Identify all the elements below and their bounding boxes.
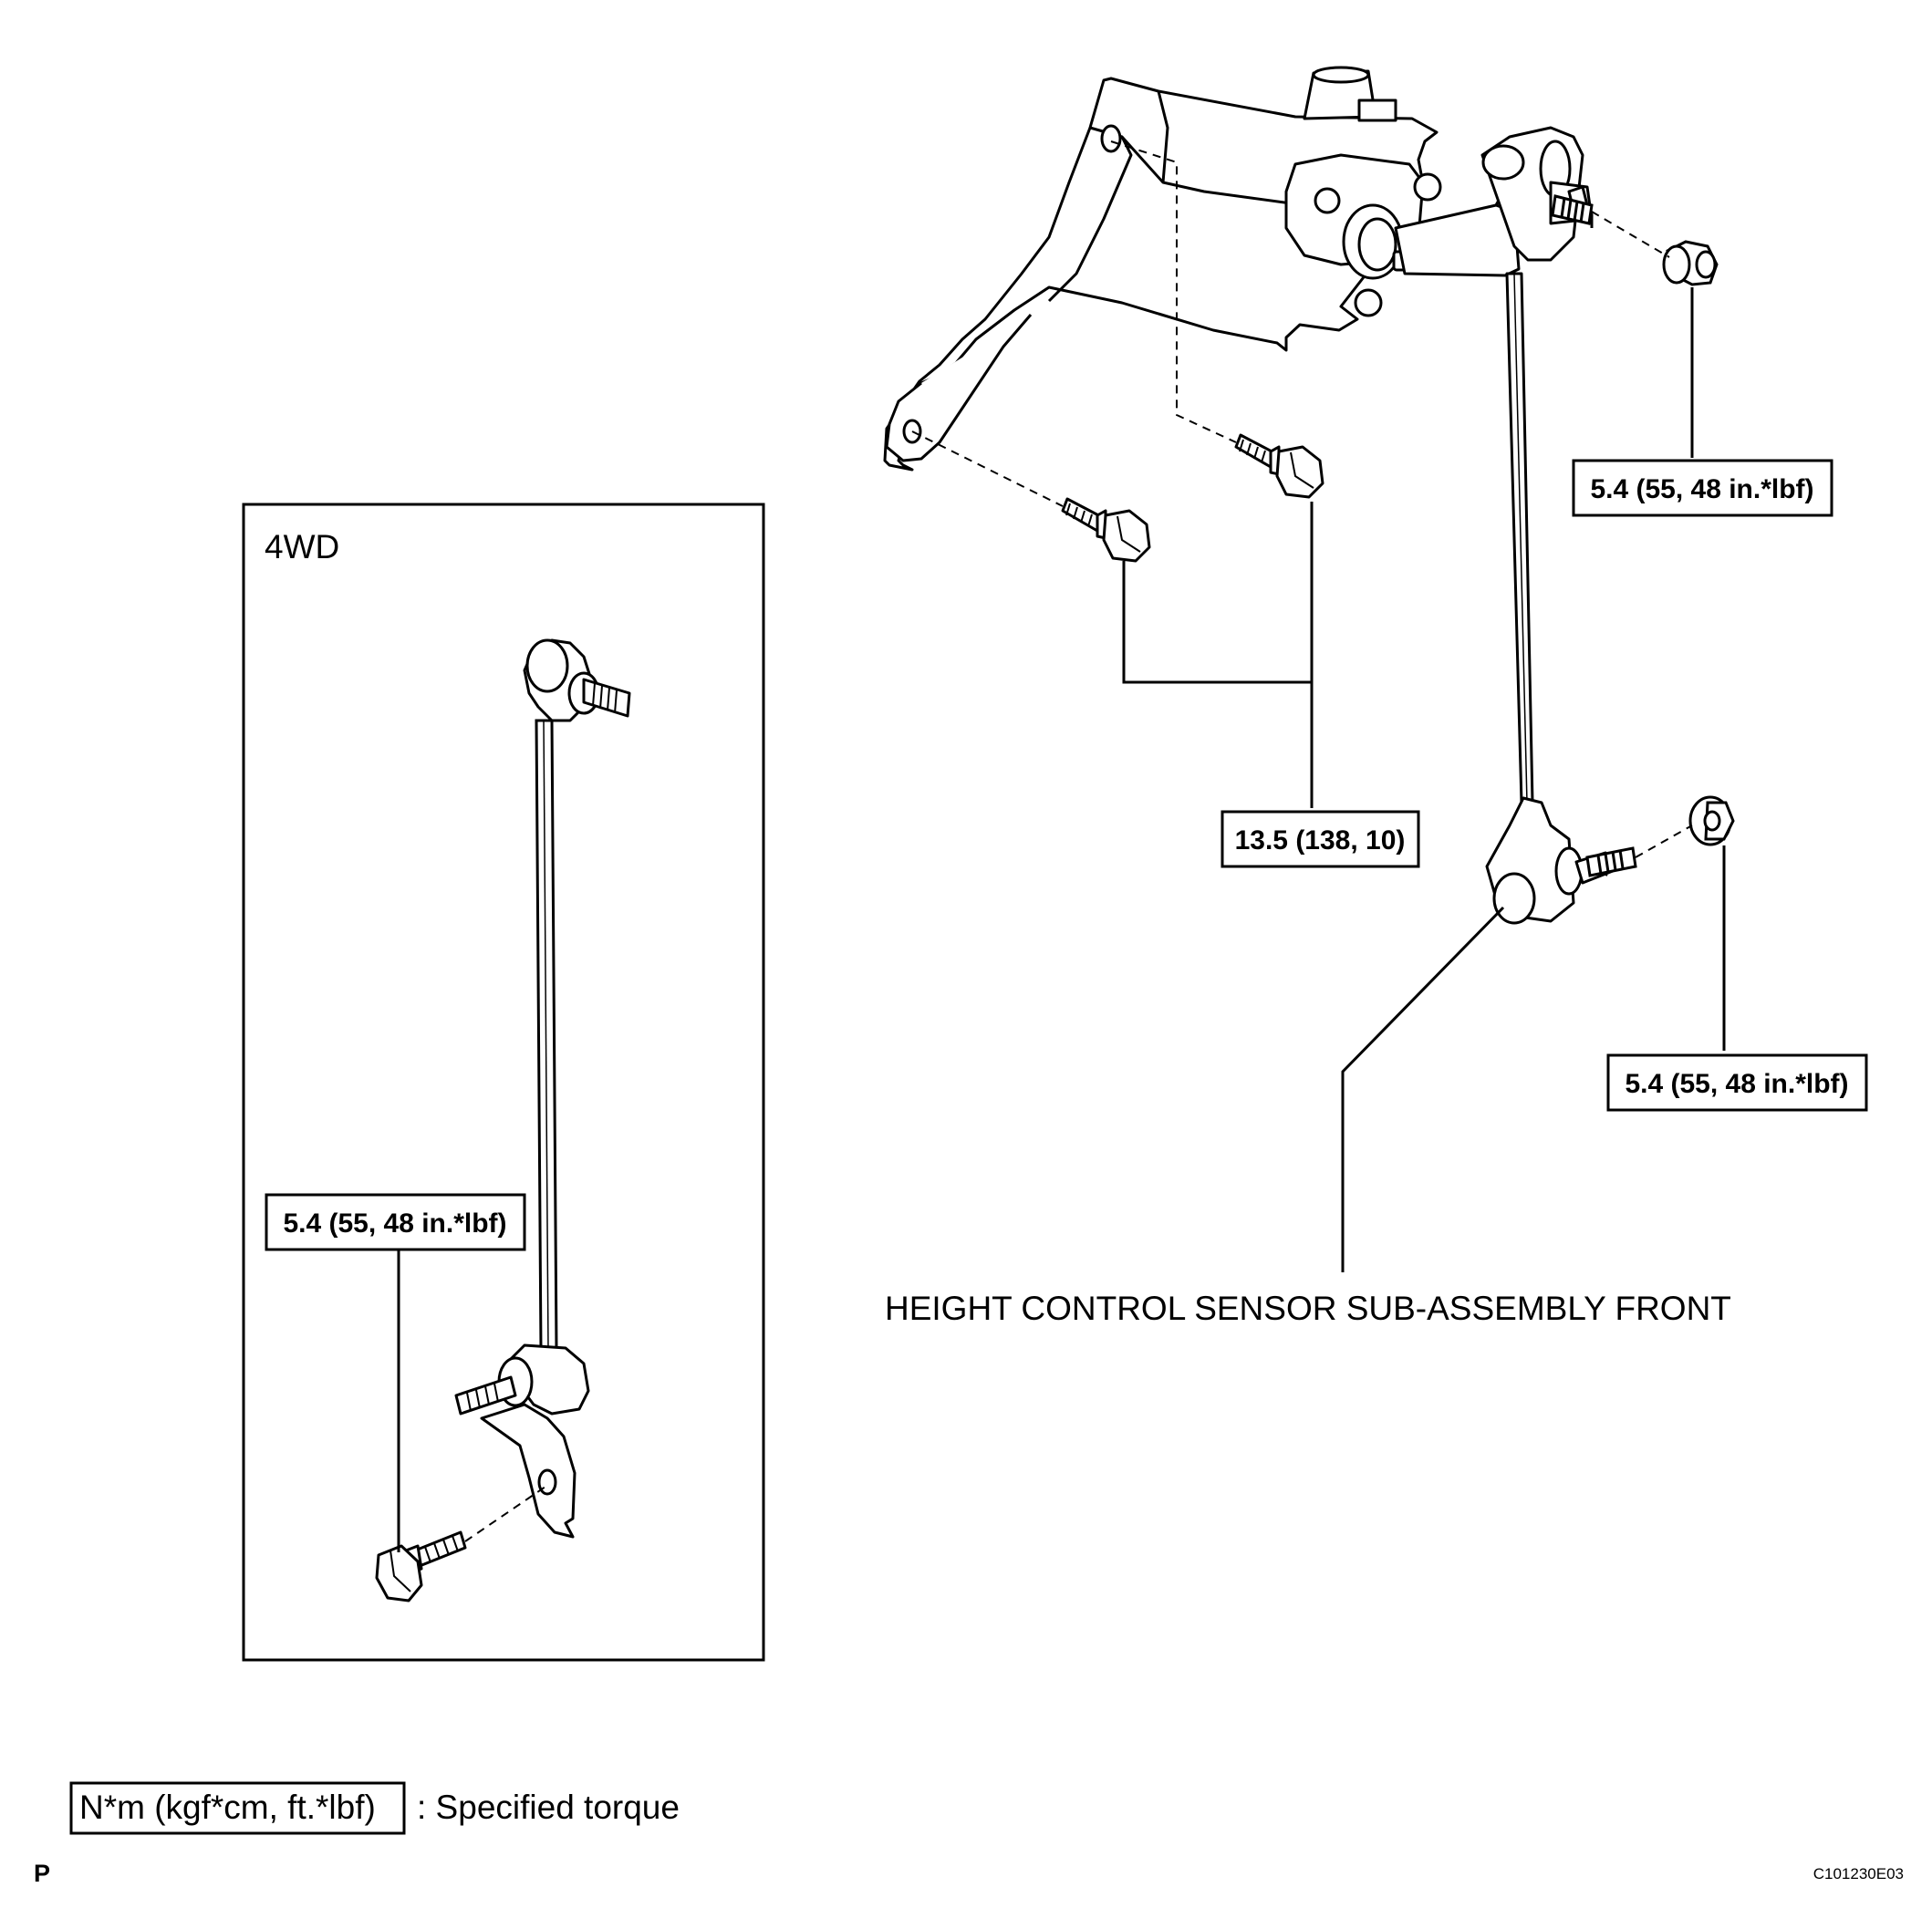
sensor-lever-arm [1394, 126, 1594, 277]
svg-text:5.4 (55, 48 in.*lbf): 5.4 (55, 48 in.*lbf) [283, 1208, 506, 1239]
svg-text:5.4 (55, 48 in.*lbf): 5.4 (55, 48 in.*lbf) [1590, 474, 1813, 504]
lower-flange-nut [1688, 795, 1735, 846]
torque-label-lower-nut: 5.4 (55, 48 in.*lbf) [1606, 1053, 1868, 1112]
upper-flange-nut [1662, 240, 1719, 286]
4wd-link-lower-end [454, 1343, 590, 1539]
panel-4wd-title: 4WD [265, 528, 339, 565]
sensor-link-rod [1505, 272, 1534, 804]
svg-text:5.4 (55, 48 in.*lbf): 5.4 (55, 48 in.*lbf) [1625, 1069, 1848, 1099]
panel-4wd: 4WD [242, 503, 765, 1662]
assembly-dashed-lines [911, 140, 1693, 858]
4wd-bolt [375, 1530, 467, 1602]
sensor-bracket [883, 77, 1439, 472]
svg-text:13.5 (138, 10): 13.5 (138, 10) [1235, 825, 1406, 856]
upper-stud [1551, 194, 1594, 225]
legend-units: N*m (kgf*cm, ft.*lbf) [79, 1789, 376, 1826]
4wd-link-upper-end [523, 638, 631, 722]
bracket-bolt-lower [1061, 497, 1151, 563]
figure-code: C101230E03 [1813, 1865, 1904, 1882]
page-marker: P [34, 1860, 50, 1887]
4wd-torque-label: 5.4 (55, 48 in.*lbf) [265, 1193, 526, 1251]
lower-stud [1585, 846, 1637, 877]
bracket-bolt-upper [1234, 433, 1324, 499]
legend: N*m (kgf*cm, ft.*lbf) : Specified torque [69, 1781, 680, 1835]
torque-label-upper-nut: 5.4 (55, 48 in.*lbf) [1572, 459, 1833, 517]
legend-description: : Specified torque [417, 1789, 680, 1826]
4wd-link-rod [535, 719, 558, 1352]
part-name-label: HEIGHT CONTROL SENSOR SUB-ASSEMBLY FRONT [885, 1290, 1731, 1327]
torque-label-bracket-bolts: 13.5 (138, 10) [1220, 810, 1420, 868]
leader-lines [1122, 287, 1726, 1272]
